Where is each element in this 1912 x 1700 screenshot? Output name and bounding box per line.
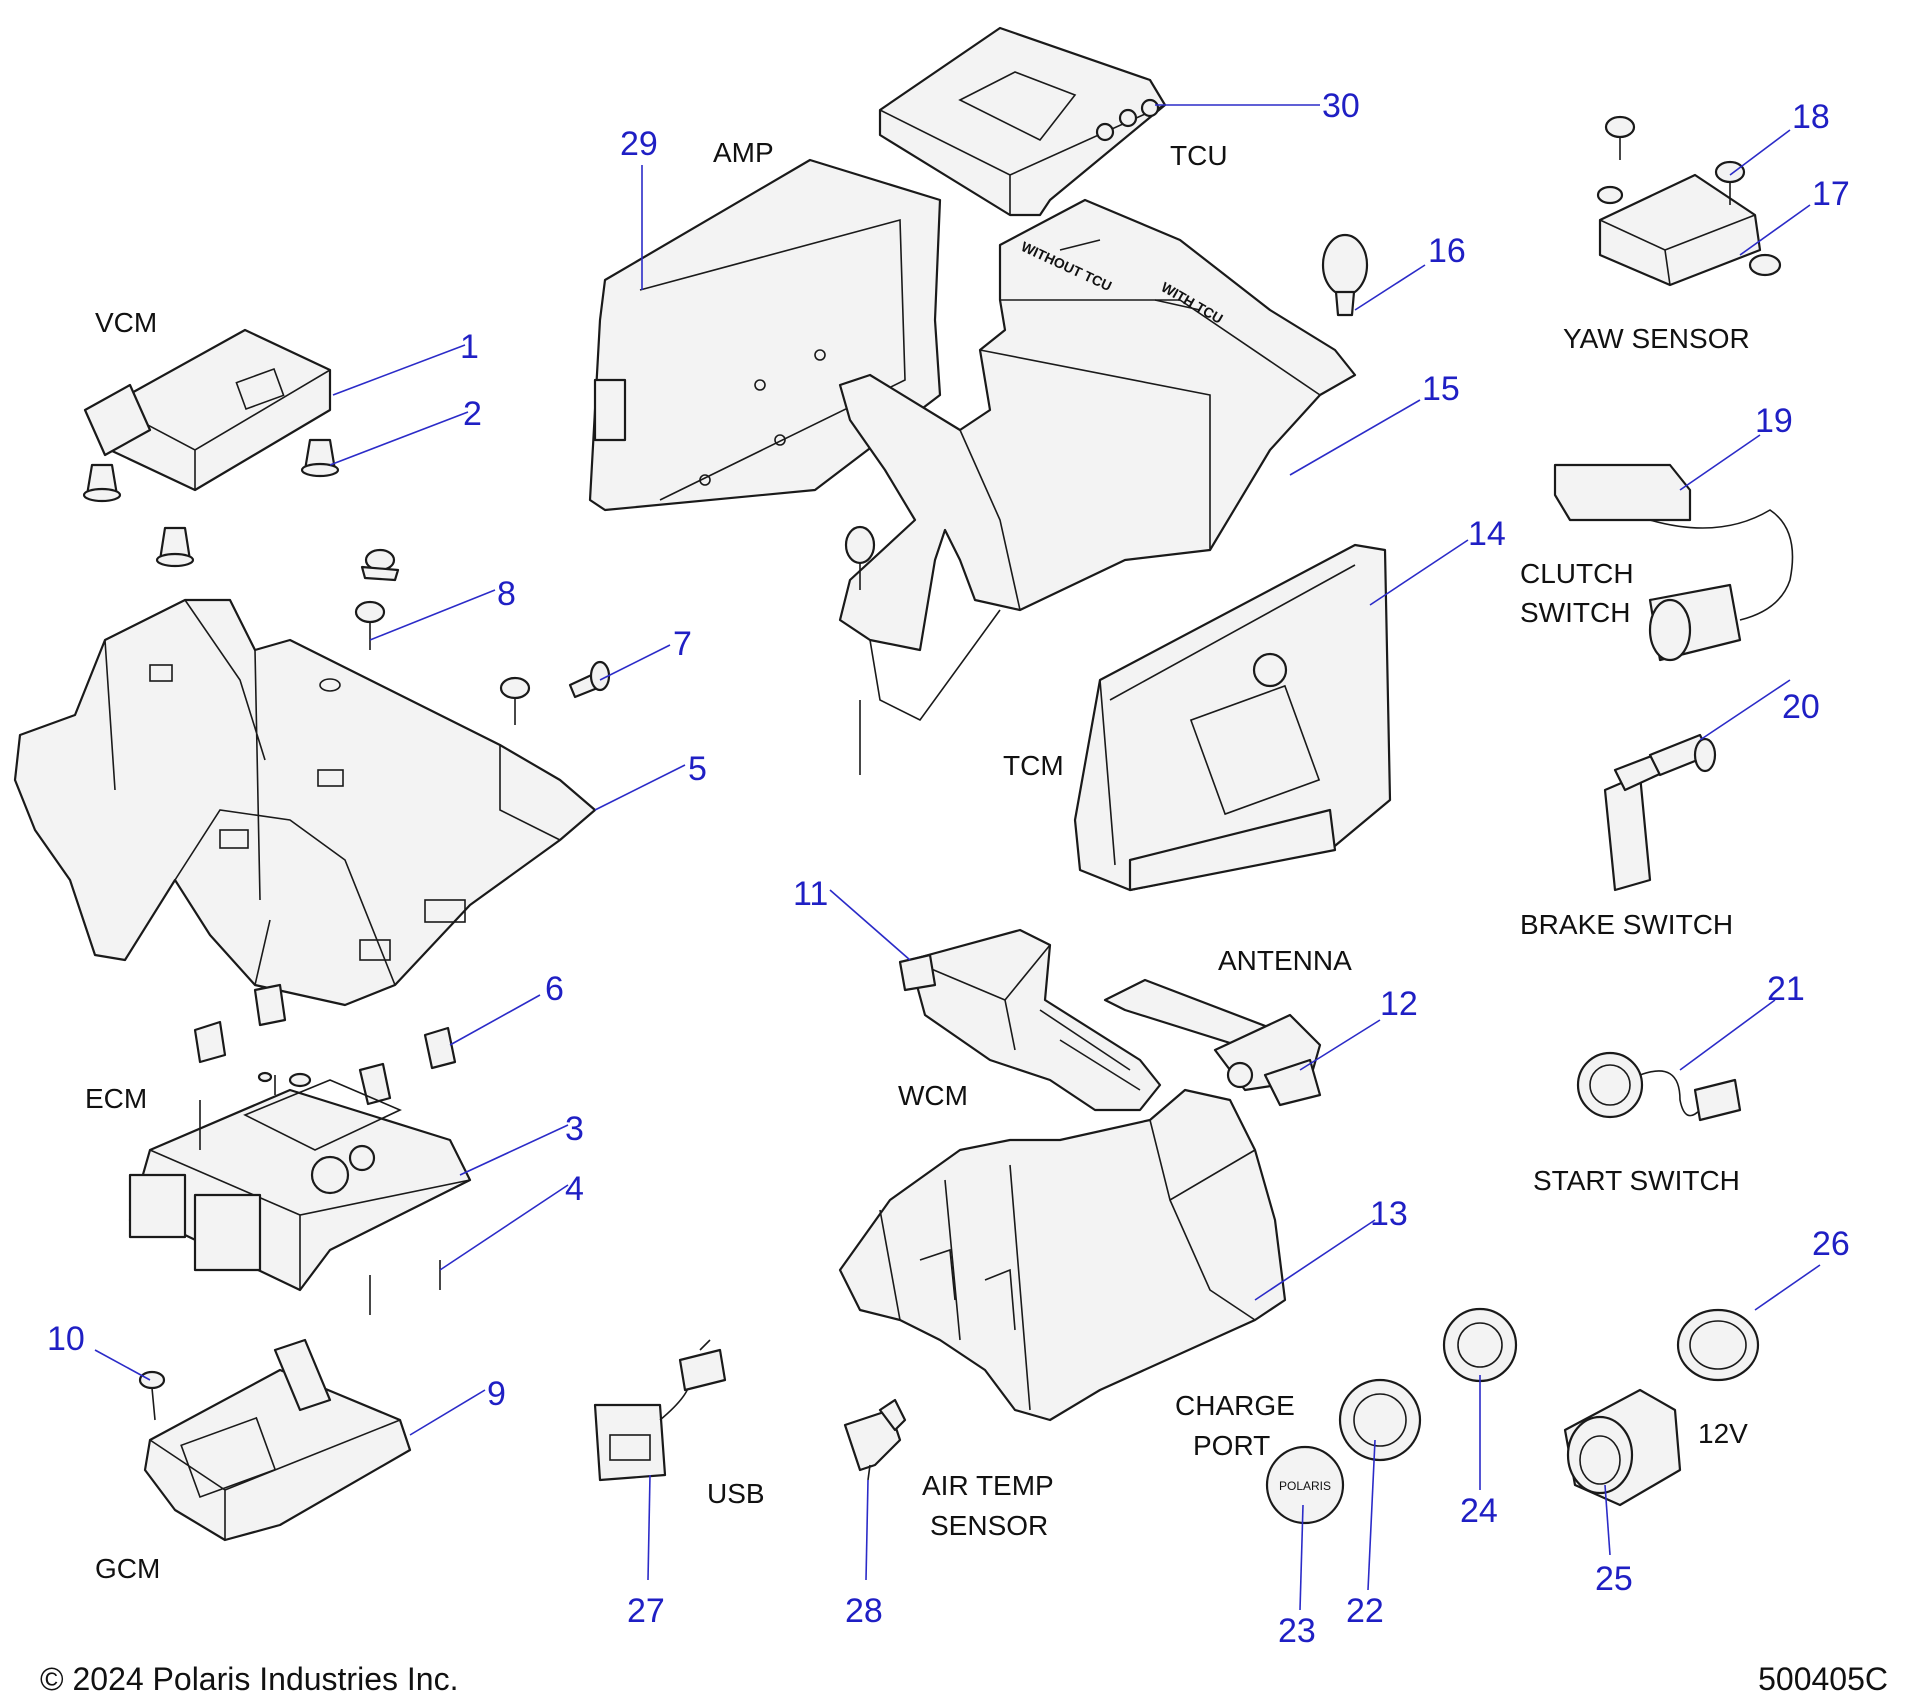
label-brake: BRAKE SWITCH bbox=[1520, 909, 1733, 940]
push-rivet-2 bbox=[82, 438, 340, 568]
antenna bbox=[1103, 978, 1322, 1107]
label-vcm: VCM bbox=[95, 307, 157, 338]
callout-1: 1 bbox=[460, 328, 479, 366]
callout-5: 5 bbox=[688, 750, 707, 788]
callout-25: 25 bbox=[1595, 1560, 1633, 1598]
callout-numbers: 1 2 3 4 5 6 7 8 9 10 11 12 13 14 15 16 1… bbox=[47, 87, 1850, 1650]
callout-20: 20 bbox=[1782, 688, 1820, 726]
lower-tray bbox=[838, 1088, 1287, 1422]
callout-23: 23 bbox=[1278, 1612, 1316, 1650]
callout-24: 24 bbox=[1460, 1492, 1498, 1530]
copyright: © 2024 Polaris Industries Inc. bbox=[40, 1661, 458, 1697]
label-tcm: TCM bbox=[1003, 750, 1064, 781]
callout-28: 28 bbox=[845, 1592, 883, 1630]
mounting-bracket bbox=[13, 598, 597, 1007]
label-wcm: WCM bbox=[898, 1080, 968, 1111]
callout-9: 9 bbox=[487, 1375, 506, 1413]
callout-14: 14 bbox=[1468, 515, 1506, 553]
callout-15: 15 bbox=[1422, 370, 1460, 408]
usb-port bbox=[593, 1339, 727, 1482]
ecm-module bbox=[128, 1071, 472, 1315]
callout-26: 26 bbox=[1812, 1225, 1850, 1263]
air-temp-sensor bbox=[843, 1398, 907, 1481]
callout-6: 6 bbox=[545, 970, 564, 1008]
label-antenna: ANTENNA bbox=[1218, 945, 1352, 976]
footer: © 2024 Polaris Industries Inc. 500405C bbox=[40, 1661, 1888, 1697]
wcm-module bbox=[898, 928, 1162, 1112]
callout-10: 10 bbox=[47, 1320, 85, 1358]
label-airtemp-2: SENSOR bbox=[930, 1510, 1048, 1541]
yaw-sensor bbox=[1596, 115, 1782, 287]
label-12v: 12V bbox=[1698, 1418, 1748, 1449]
parts: POLARIS bbox=[13, 26, 1794, 1542]
label-ecm: ECM bbox=[85, 1083, 147, 1114]
callout-8: 8 bbox=[497, 575, 516, 613]
callout-4: 4 bbox=[565, 1170, 584, 1208]
label-tcu: TCU bbox=[1170, 140, 1228, 171]
label-airtemp-1: AIR TEMP bbox=[922, 1470, 1054, 1501]
fastener-16 bbox=[1321, 233, 1369, 317]
part-labels: AMP TCU VCM YAW SENSOR CLUTCH SWITCH TCM… bbox=[85, 137, 1750, 1584]
start-switch bbox=[1576, 1051, 1742, 1122]
brake-switch bbox=[1603, 733, 1717, 892]
callout-2: 2 bbox=[463, 395, 482, 433]
callout-29: 29 bbox=[620, 125, 658, 163]
callout-27: 27 bbox=[627, 1592, 665, 1630]
gcm-module bbox=[138, 1338, 412, 1542]
callout-21: 21 bbox=[1767, 970, 1805, 1008]
callout-18: 18 bbox=[1792, 98, 1830, 136]
callout-13: 13 bbox=[1370, 1195, 1408, 1233]
callout-12: 12 bbox=[1380, 985, 1418, 1023]
callout-30: 30 bbox=[1322, 87, 1360, 125]
label-amp: AMP bbox=[713, 137, 774, 168]
polaris-logo: POLARIS bbox=[1279, 1479, 1331, 1493]
label-charge-1: CHARGE bbox=[1175, 1390, 1295, 1421]
callout-19: 19 bbox=[1755, 402, 1793, 440]
label-charge-2: PORT bbox=[1193, 1430, 1270, 1461]
charge-port: POLARIS bbox=[1265, 1307, 1518, 1525]
tcu-module bbox=[878, 26, 1167, 217]
leader-lines bbox=[94, 104, 1821, 1611]
callout-7: 7 bbox=[673, 625, 692, 663]
12v-outlet bbox=[1563, 1308, 1760, 1507]
callout-17: 17 bbox=[1812, 175, 1850, 213]
callout-22: 22 bbox=[1346, 1592, 1384, 1630]
tcm-module bbox=[1073, 543, 1392, 892]
speed-nut-clips bbox=[193, 983, 457, 1106]
label-clutch-1: CLUTCH bbox=[1520, 558, 1634, 589]
clutch-switch bbox=[1553, 463, 1794, 662]
label-start: START SWITCH bbox=[1533, 1165, 1740, 1196]
callout-11: 11 bbox=[793, 875, 828, 913]
tcm-mounting-tray bbox=[838, 198, 1357, 775]
callout-16: 16 bbox=[1428, 232, 1466, 270]
label-usb: USB bbox=[707, 1478, 765, 1509]
callout-3: 3 bbox=[565, 1110, 584, 1148]
label-yaw: YAW SENSOR bbox=[1563, 323, 1750, 354]
label-gcm: GCM bbox=[95, 1553, 160, 1584]
drawing-code: 500405C bbox=[1758, 1661, 1888, 1697]
vcm-module bbox=[83, 328, 332, 492]
label-clutch-2: SWITCH bbox=[1520, 597, 1630, 628]
